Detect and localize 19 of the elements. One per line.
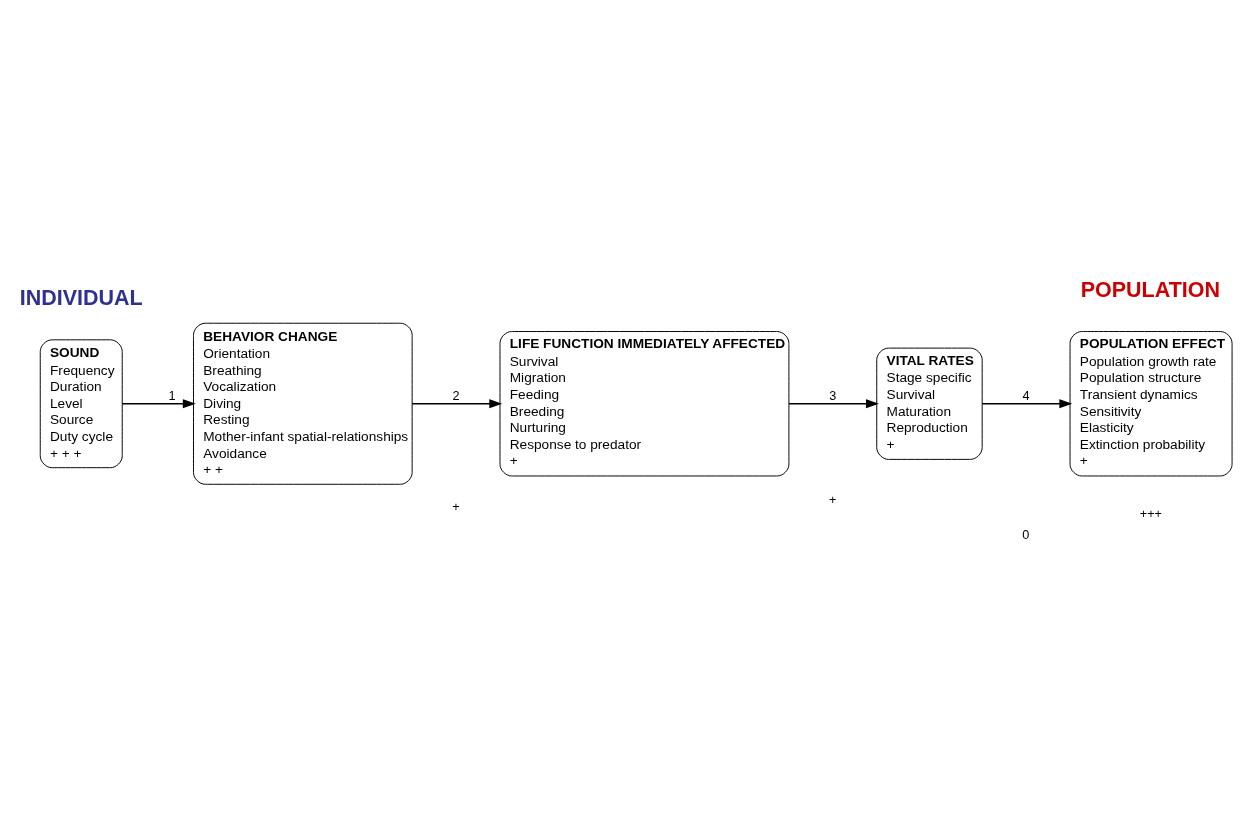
edge-label: 2 <box>452 388 460 403</box>
label: + <box>452 499 460 514</box>
arrow <box>411 398 503 408</box>
node-box: SOUND Frequency Duration Level Source Duty cycle + + + <box>39 338 123 468</box>
node-box: POPULATION EFFECT Population growth rate Population structure Transient dynamics Sensitivity Elasticity Extinction probability + <box>1069 330 1233 476</box>
label: +++ <box>1139 506 1163 521</box>
label: + <box>828 492 837 507</box>
edge-label: 3 <box>829 388 837 403</box>
arrow <box>788 398 879 408</box>
node-box: LIFE FUNCTION IMMEDIATELY AFFECTED Survival Migration Feeding Breeding Nurturing Response to predator + <box>499 330 790 476</box>
edge-label: 4 <box>1022 388 1030 403</box>
arrow <box>981 398 1073 408</box>
node-box: BEHAVIOR CHANGE Orientation Breathing Vocalization Diving Resting Mother-infant spatial-relationships Avoidance + + <box>193 322 413 485</box>
node-box: VITAL RATES Stage specific Survival Maturation Reproduction + <box>876 347 983 460</box>
edge-label: 1 <box>168 388 176 403</box>
arrow <box>121 398 196 408</box>
label: POPULATION <box>1080 277 1220 302</box>
label: 0 <box>1022 527 1030 542</box>
label: INDIVIDUAL <box>19 285 143 310</box>
